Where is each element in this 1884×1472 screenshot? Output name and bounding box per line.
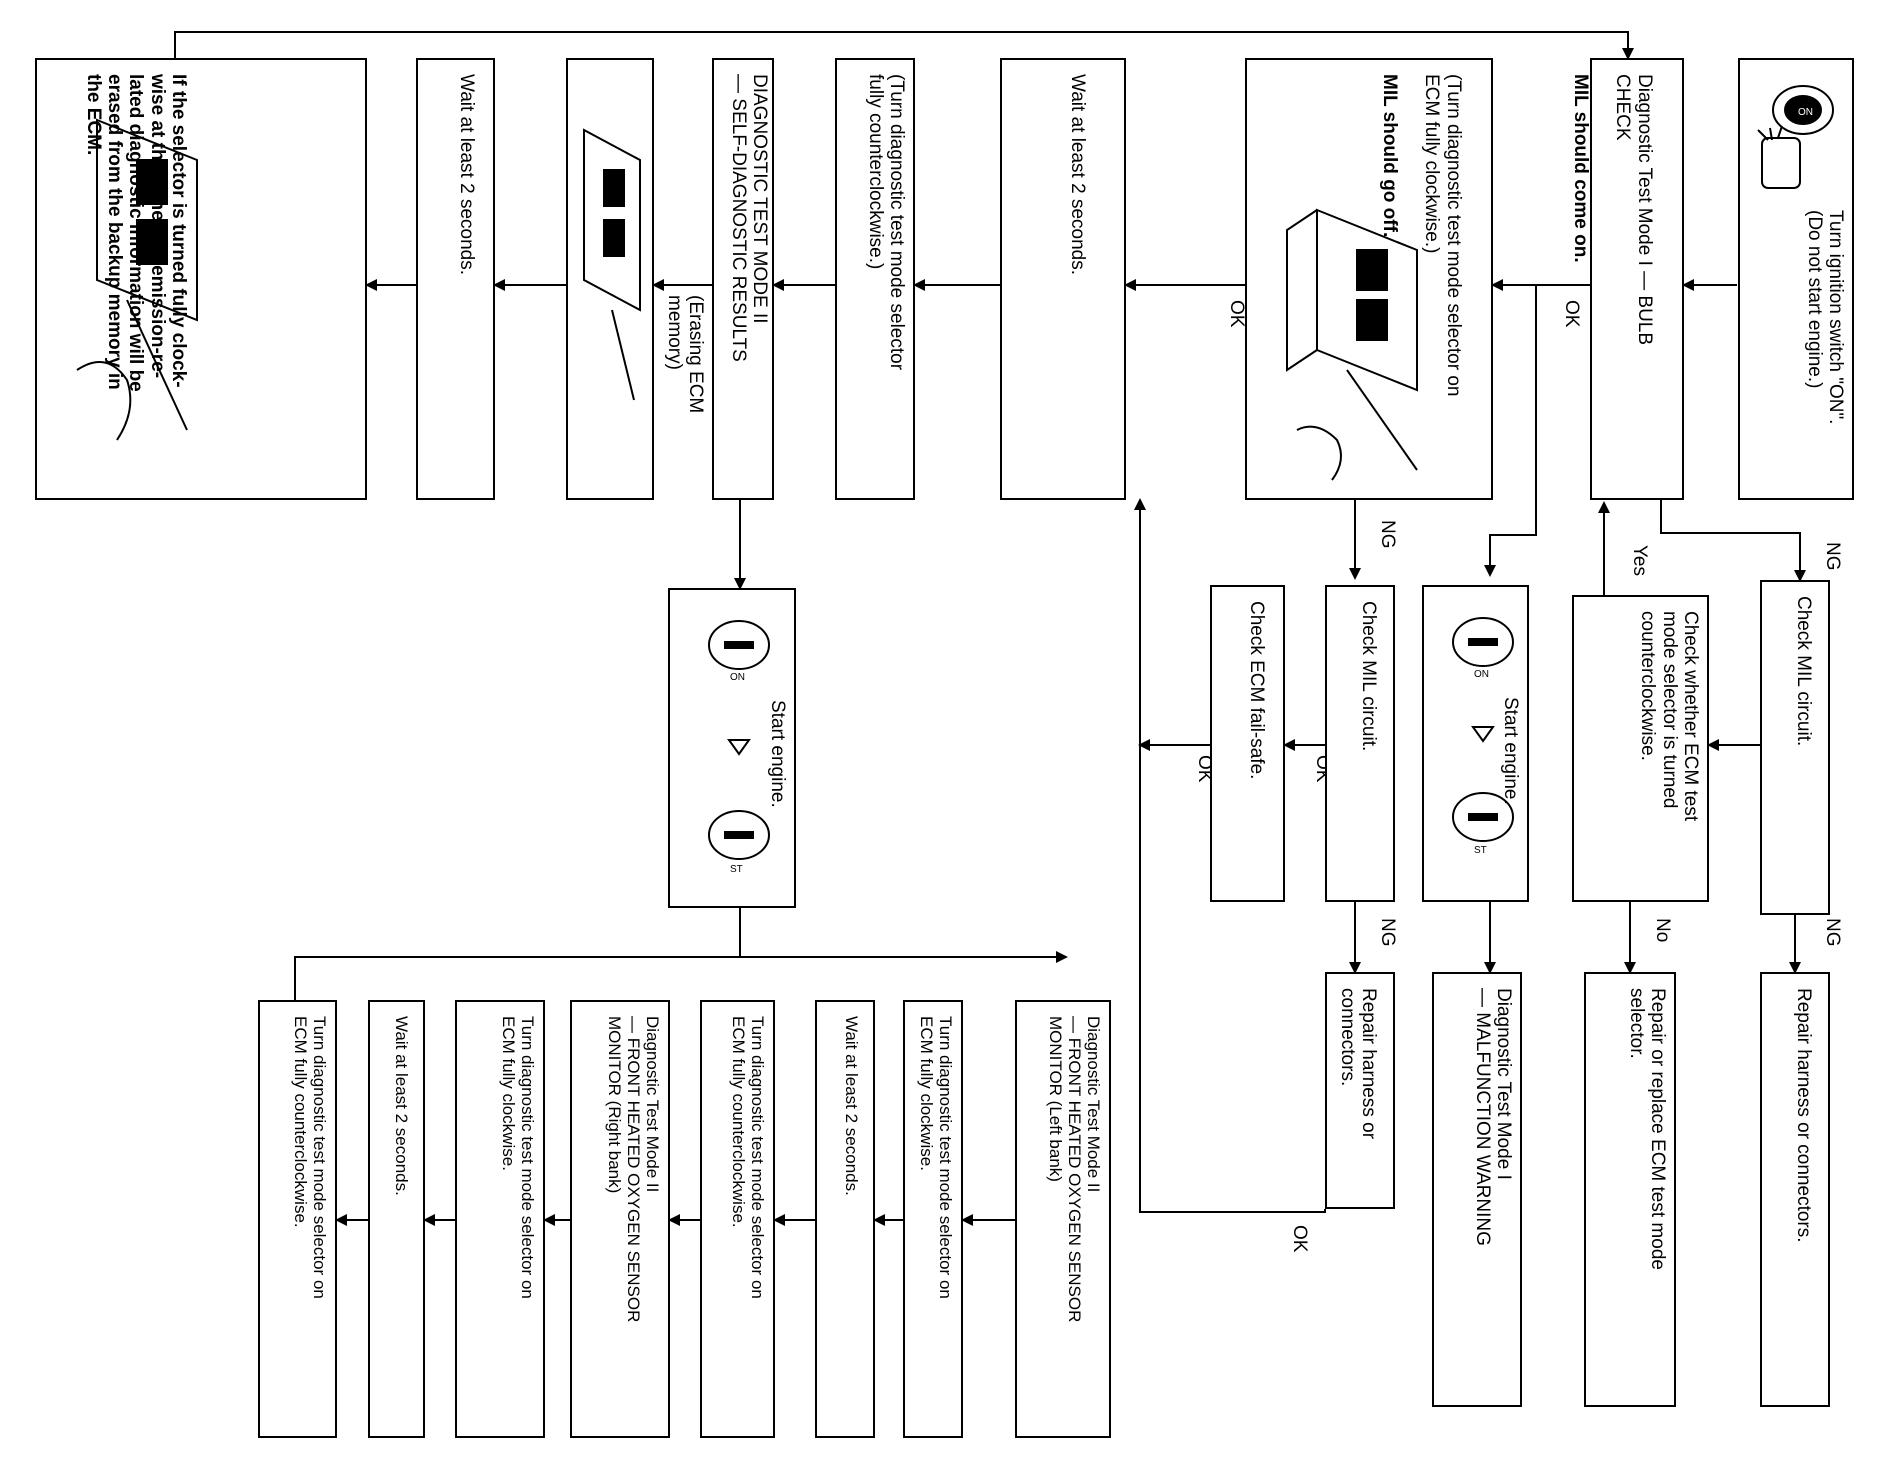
step-bulb-check: Diagnostic Test Mode I — BULB CHECK MIL … [1570,58,1684,500]
ecm-selector-illustration [1286,208,1418,481]
ignition-key-on-icon: ON [1757,85,1834,189]
step-turn-cw-3: Turn diagnostic test mode selector on EC… [455,1000,545,1438]
yes-label: Yes [1629,545,1650,576]
svg-text:ON: ON [1474,669,1489,680]
ecm-box-icon [583,128,641,401]
erasing-memory-note: (Erasing ECM memory) [664,295,706,414]
step-turn-cw-2: Turn diagnostic test mode selector on EC… [903,1000,963,1438]
svg-text:ON: ON [1798,107,1813,118]
ng-label-1: NG [1822,542,1843,571]
step-o2-left-bank: Diagnostic Test Mode II — FRONT HEATED O… [1015,1000,1111,1438]
step-self-diagnostic: DIAGNOSTIC TEST MODE II — SELF-DIAGNOSTI… [712,58,774,500]
step-check-mil-1: Check MIL circuit. [1760,580,1830,915]
step-o2-right-bank: Diagnostic Test Mode II — FRONT HEATED O… [570,1000,670,1438]
step-turn-ccw-3: Turn diagnostic test mode selector on EC… [258,1000,337,1438]
key-on-to-start-icon: ON ST [1452,617,1514,856]
step-wait-3: Wait at least 2 seconds. [815,1000,875,1438]
ok-label-1: OK [1561,300,1582,328]
ecm-selector-ccw-illustration [900,180,901,181]
step-repair-1: Repair harness or connectors. [1760,972,1830,1407]
step-check-failsafe: Check ECM fail-safe. [1210,585,1285,902]
step-erase-warning: If the selector is turned fully clock- w… [35,58,367,500]
svg-text:ST: ST [1474,845,1487,856]
step-ecm-illustration [566,58,654,500]
bulb-check-expect: MIL should come on. [1569,74,1591,263]
ecm-turn-warning-icon [76,118,198,441]
step-wait-4: Wait at least 2 seconds. [368,1000,425,1438]
step-malfunction-warning: Diagnostic Test Mode I — MALFUNCTION WAR… [1432,972,1522,1407]
step-turn-selector-cw: (Turn diagnostic test mode selector on E… [1245,58,1493,500]
step-repair-2: Repair harness or connectors. [1325,972,1395,1209]
ng-label-4: NG [1377,918,1398,947]
no-label: No [1652,918,1673,943]
step-turn-selector-ccw: (Turn diagnostic test mode selector full… [835,58,915,500]
step-ignition-on: Turn ignition switch "ON". (Do not start… [1738,58,1854,500]
ng-label-3: NG [1377,520,1398,549]
step-turn-ccw-2: Turn diagnostic test mode selector on EC… [700,1000,775,1438]
svg-text:ON: ON [730,672,745,683]
step-start-engine-1: Start engine. ON ST [1422,585,1529,902]
ok-label-2: OK [1226,300,1247,328]
step-check-selector: Check whether ECM test mode selector is … [1572,595,1709,902]
ok-label-6: OK [1289,1225,1310,1253]
step-start-engine-2: Start engine. ON ST [668,588,796,908]
key-on-to-start-icon-2: ON ST [708,620,770,875]
svg-text:ST: ST [730,864,743,875]
step-wait-1: Wait at least 2 seconds. [1000,58,1126,500]
step-check-mil-2: Check MIL circuit. [1325,585,1395,902]
step-wait-2: Wait at least 2 seconds. [416,58,495,500]
step-repair-replace-selector: Repair or replace ECM test mode selector… [1584,972,1676,1407]
bulb-check-title: Diagnostic Test Mode I — BULB CHECK [1612,74,1655,346]
ng-label-2: NG [1822,918,1843,947]
